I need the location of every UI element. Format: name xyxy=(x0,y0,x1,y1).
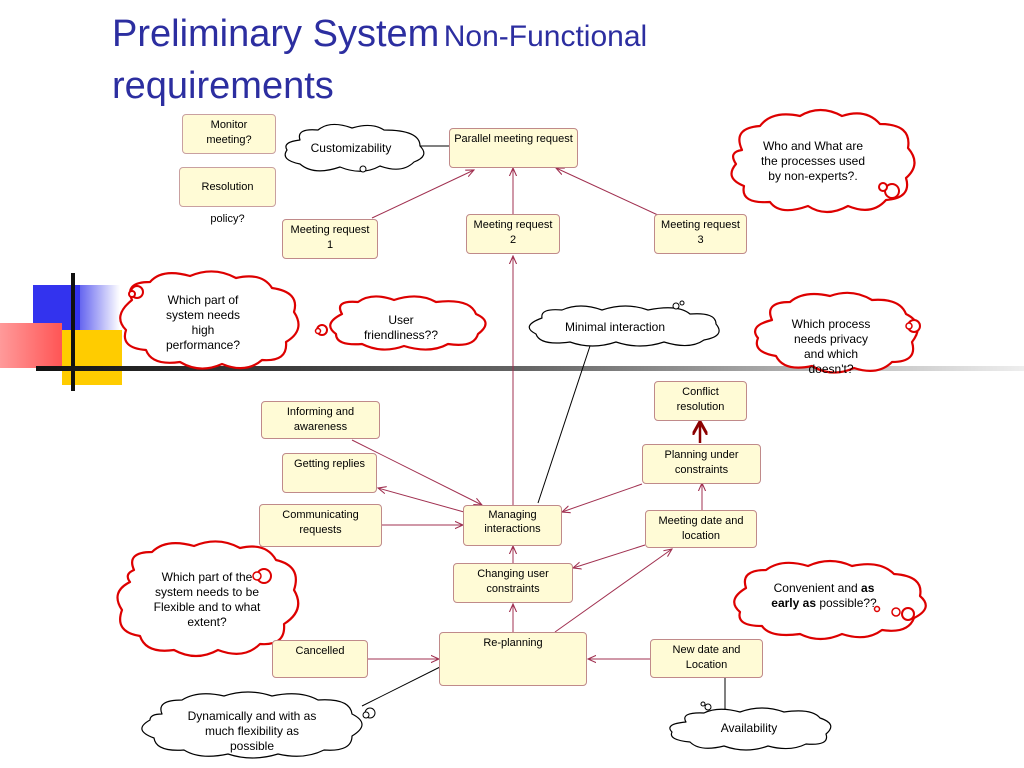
cloud-text-convenient-bold: as early as xyxy=(771,581,875,610)
cloud-performance xyxy=(119,270,300,370)
cloud-text-customizability: Customizability xyxy=(310,141,392,155)
cloud-text-convenient: Convenient and as early as possible?? xyxy=(762,581,886,611)
cloud-user-friendliness-bubble-2 xyxy=(314,327,322,335)
node-meeting-date-location: Meeting date and location xyxy=(645,510,757,548)
cloud-minimal-interaction xyxy=(528,305,720,347)
cloud-availability-bubble-1 xyxy=(704,703,712,711)
node-meeting-request-1: Meeting request 1 xyxy=(282,219,378,259)
cloud-text-availability: Availability xyxy=(720,721,778,735)
cloud-minimal-bubble-1 xyxy=(672,302,680,310)
cloud-text-performance: Which part of system needs high performa… xyxy=(165,293,241,352)
node-monitor-meeting: Monitor meeting? xyxy=(182,114,276,154)
link-datelocation-changing xyxy=(573,544,646,568)
link-minimal-managing xyxy=(537,345,591,504)
cloud-dynamically xyxy=(141,691,363,759)
cloud-convenient-bubble-3 xyxy=(873,605,881,613)
red-square xyxy=(0,323,62,368)
link-mr1-parallel xyxy=(371,170,474,219)
cloud-convenient xyxy=(733,559,927,641)
cloud-who-what-bubble-2 xyxy=(878,182,888,192)
cloud-availability xyxy=(669,707,832,751)
cloud-text-privacy: Which process needs privacy and which do… xyxy=(791,317,871,376)
cloud-text-user-friendliness: User friendliness?? xyxy=(363,313,439,342)
cloud-performance-bubble-2 xyxy=(128,290,136,298)
title-part1: Preliminary System xyxy=(112,13,440,55)
cloud-who-what xyxy=(730,108,916,214)
cloud-text-minimal-interaction: Minimal interaction xyxy=(564,320,666,334)
connector-lines xyxy=(351,168,702,659)
link-mr3-parallel xyxy=(556,168,661,217)
blue-gradient xyxy=(80,285,120,330)
node-planning-under-constraints: Planning under constraints xyxy=(642,444,761,484)
link-dynamically-replanning xyxy=(361,665,443,707)
node-getting-replies: Getting replies xyxy=(282,453,377,493)
cloud-text-dynamically: Dynamically and with as much flexibility… xyxy=(187,709,317,753)
cloud-text-convenient-post: possible?? xyxy=(816,596,877,610)
cloud-text-convenient-pre: Convenient and xyxy=(773,581,862,595)
link-replanning-datelocation xyxy=(554,549,672,633)
link-planning-managing xyxy=(562,483,643,512)
vertical-bar xyxy=(71,273,75,391)
page-title: Preliminary System Non-Functional requir… xyxy=(112,12,812,116)
cloud-availability-bubble-2 xyxy=(700,701,706,707)
cloud-user-friendliness xyxy=(329,295,487,351)
node-new-date-location: New date and Location xyxy=(650,639,763,678)
node-changing-user-constraints: Changing user constraints xyxy=(453,563,573,603)
cloud-dynamically-bubble-2 xyxy=(362,711,370,719)
cloud-convenient-bubble-1 xyxy=(901,607,915,621)
node-resolution-policy: Resolution policy? xyxy=(179,167,276,225)
horizontal-line xyxy=(36,366,1024,371)
cloud-text-who-what: Who and What are the processes used by n… xyxy=(760,139,866,183)
node-communicating-requests: Communicating requests xyxy=(259,504,382,547)
cloud-customizability-bubble xyxy=(359,165,367,173)
title-part2: Non-Functional xyxy=(443,20,648,53)
cloud-convenient-bubble-2 xyxy=(891,607,901,617)
node-informing-awareness: Informing and awareness xyxy=(261,401,380,439)
cloud-customizability xyxy=(284,123,425,172)
node-re-planning: Re-planning xyxy=(439,632,587,686)
cloud-privacy-bubble-2 xyxy=(905,322,913,330)
node-meeting-request-2: Meeting request 2 xyxy=(466,214,560,254)
cloud-flexible-bubble-2 xyxy=(252,571,262,581)
link-informing-managing xyxy=(351,439,482,505)
cloud-text-flexible: Which part of the system needs to be Fle… xyxy=(153,570,261,629)
link-managing-replies xyxy=(378,488,465,513)
cloud-privacy xyxy=(754,291,919,374)
node-managing-interactions: Managing interactions xyxy=(463,505,562,546)
node-conflict-resolution: Conflict resolution xyxy=(654,381,747,421)
title-part3: requirements xyxy=(112,65,334,107)
cloud-minimal-bubble-2 xyxy=(679,300,685,306)
node-cancelled: Cancelled xyxy=(272,640,368,678)
node-parallel-meeting-request: Parallel meeting request xyxy=(449,128,578,168)
node-meeting-request-3: Meeting request 3 xyxy=(654,214,747,254)
